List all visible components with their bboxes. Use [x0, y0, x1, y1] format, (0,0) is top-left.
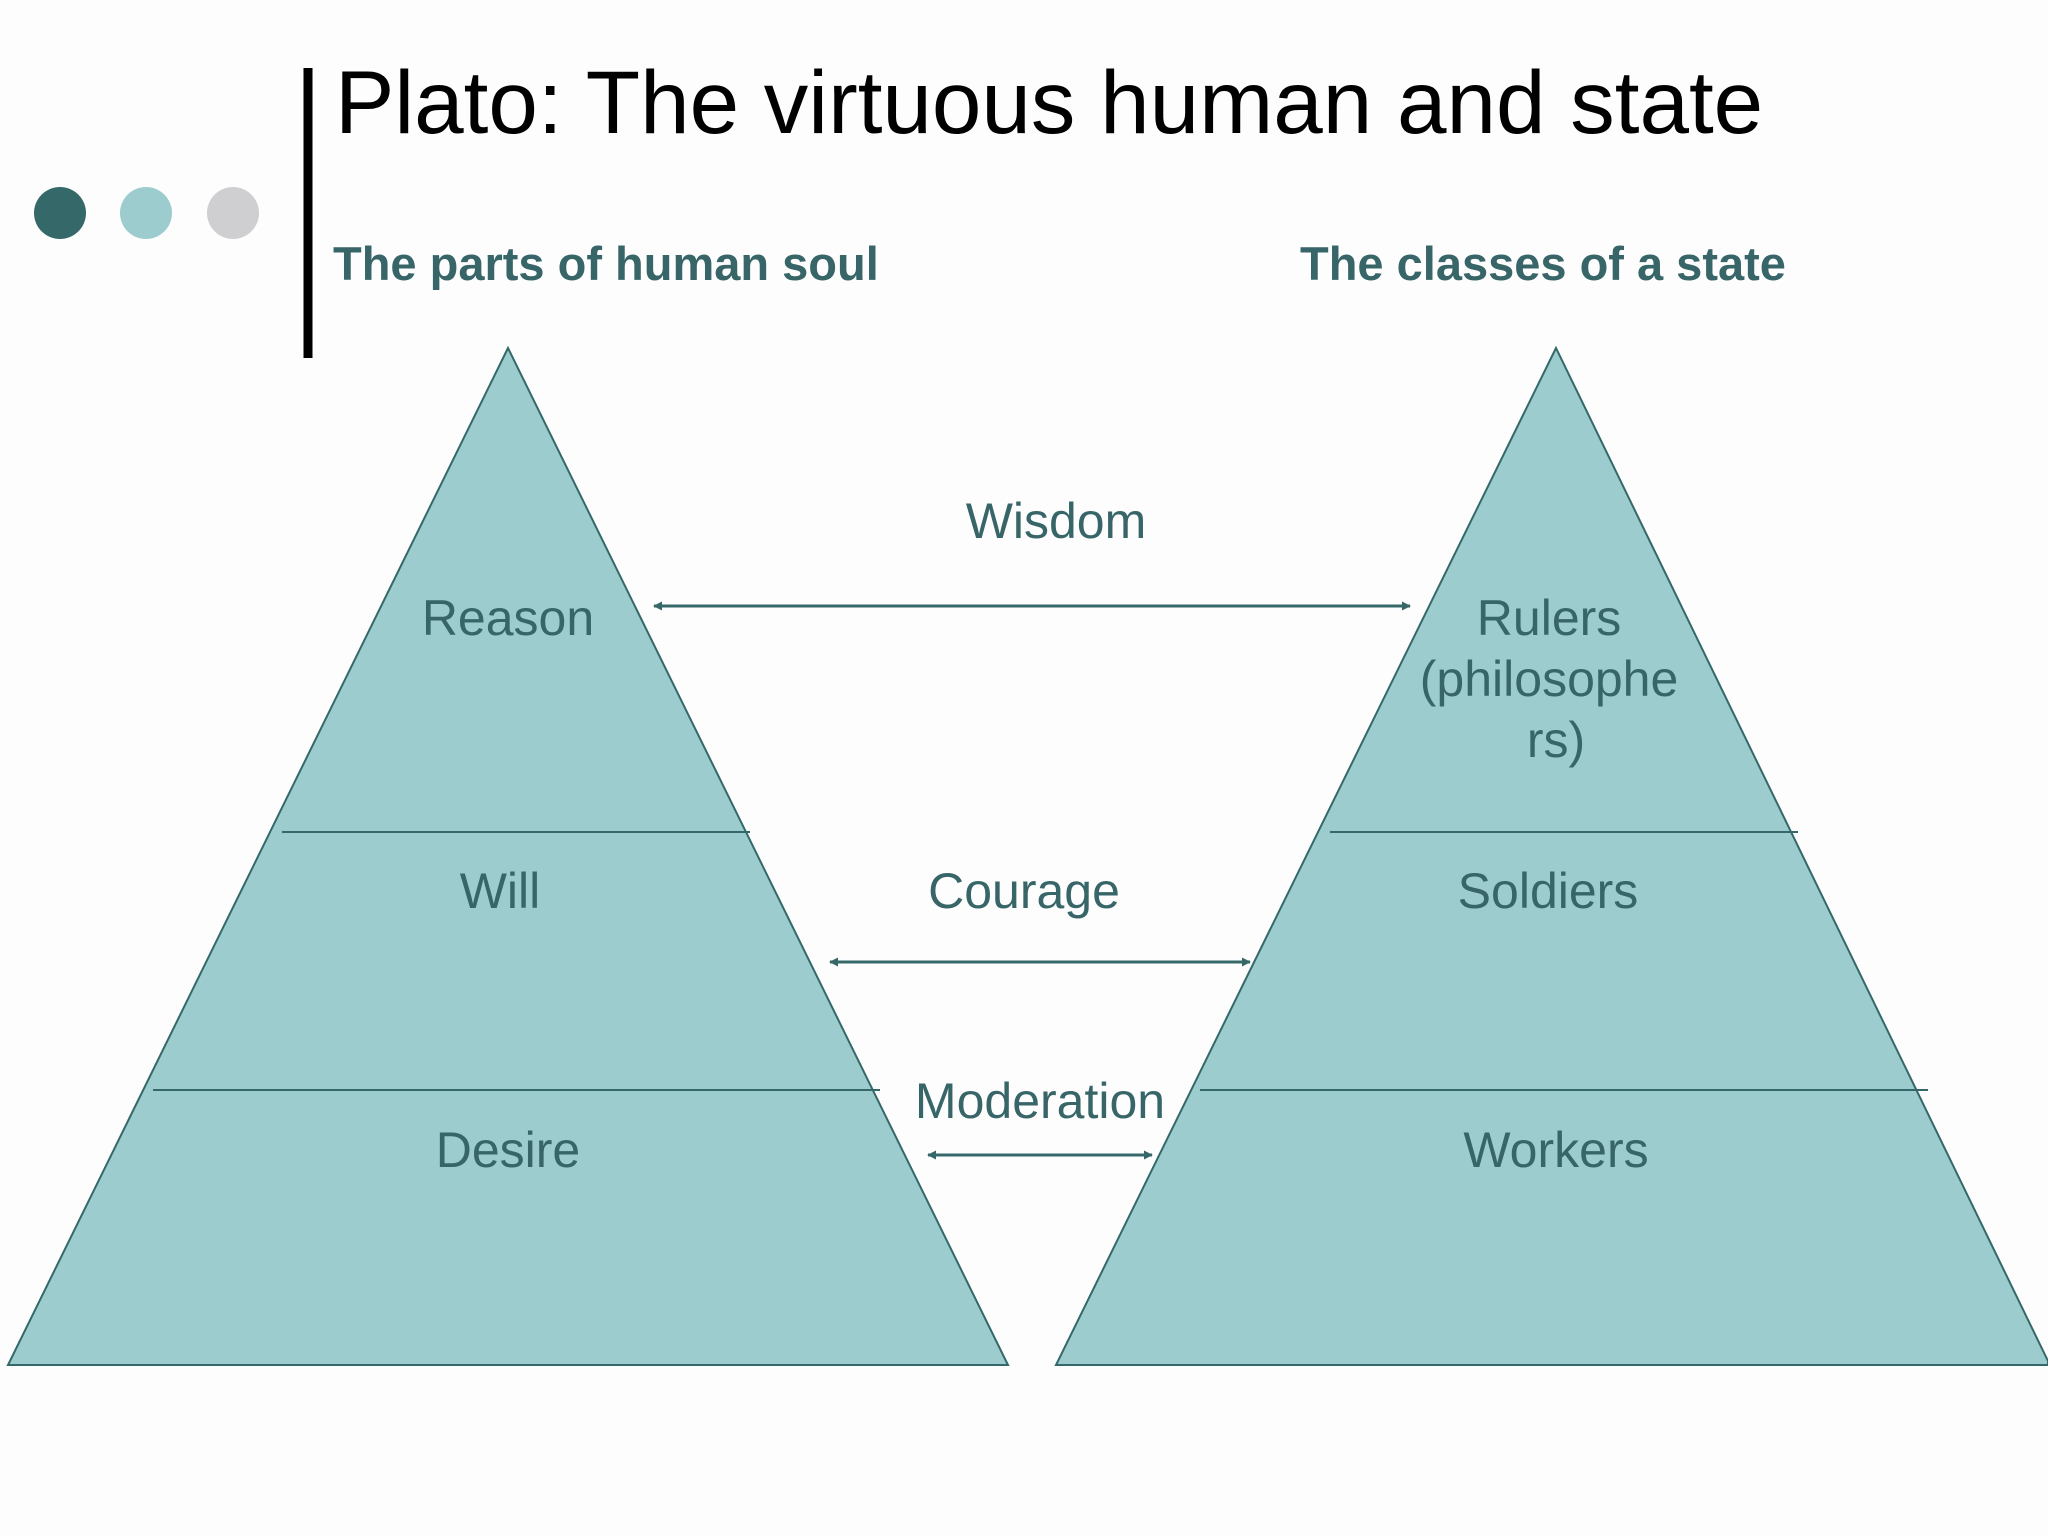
rulers-line-3: rs)	[1527, 712, 1585, 768]
dot-dark-teal	[34, 187, 86, 239]
soul-part-will: Will	[460, 863, 541, 919]
dot-light-teal	[120, 187, 172, 239]
soul-pyramid	[6, 345, 1010, 1366]
virtue-wisdom: Wisdom	[966, 493, 1147, 549]
page-title: Plato: The virtuous human and state	[335, 52, 1763, 152]
state-class-soldiers: Soldiers	[1458, 863, 1639, 919]
soul-part-reason: Reason	[422, 590, 594, 646]
soul-heading: The parts of human soul	[333, 237, 879, 290]
state-pyramid	[1054, 345, 2048, 1366]
virtue-courage: Courage	[928, 863, 1120, 919]
virtue-moderation: Moderation	[915, 1073, 1165, 1129]
dot-gray	[207, 187, 259, 239]
state-heading: The classes of a state	[1300, 237, 1786, 290]
state-class-rulers: Rulers (philosophe rs)	[1420, 590, 1692, 768]
state-class-workers: Workers	[1463, 1122, 1648, 1178]
soul-part-desire: Desire	[436, 1122, 580, 1178]
rulers-line-1: Rulers	[1477, 590, 1621, 646]
rulers-line-2: (philosophe	[1420, 651, 1679, 707]
